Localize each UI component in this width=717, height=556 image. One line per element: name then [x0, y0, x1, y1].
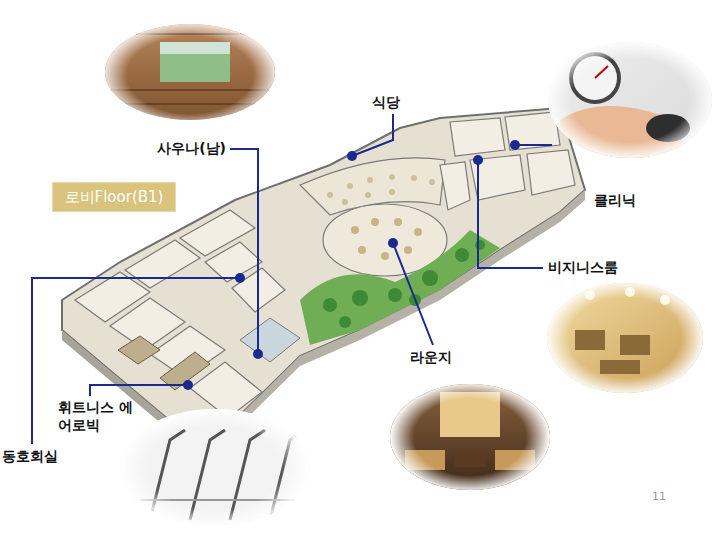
callout-label: 라운지: [410, 349, 452, 367]
floor-title: 로비Floor(B1): [65, 188, 164, 207]
callout-label: 동호회실: [2, 448, 58, 466]
callout-label: 사우나(남): [157, 140, 226, 158]
callout-label: 휘트니스 에어로빅: [58, 399, 133, 433]
callout-label: 클리닉: [594, 192, 636, 208]
page-number: 11: [652, 490, 666, 504]
callout-label: 클리닉: [594, 192, 636, 210]
callout-label: 식당: [372, 94, 400, 110]
floor-title-box: 로비Floor(B1): [52, 182, 176, 212]
callout-label: 비지니스룸: [548, 259, 618, 275]
page-number: 11: [652, 490, 666, 503]
callout-label: 라운지: [410, 349, 452, 365]
callout-label: 식당: [372, 94, 400, 112]
callout-label: 사우나(남): [157, 140, 226, 156]
callout-label: 동호회실: [2, 448, 58, 464]
callout-label: 비지니스룸: [548, 259, 618, 277]
callout-label: 휘트니스 에어로빅: [58, 399, 134, 434]
